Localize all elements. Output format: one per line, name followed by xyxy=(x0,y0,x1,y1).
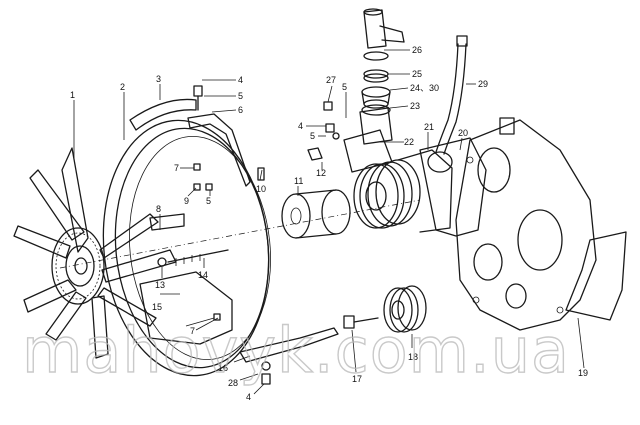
watermark-text: mahovyk.com.ua xyxy=(22,314,570,387)
callout-4-mid: 4 xyxy=(298,121,303,131)
callout-7-lower: 7 xyxy=(190,326,195,336)
idler-bolt-part xyxy=(343,315,379,329)
idler-pulley-part xyxy=(383,285,427,333)
timing-gear-housing-part xyxy=(455,117,597,331)
callout-5-right: 5 xyxy=(342,82,347,92)
callout-21: 21 xyxy=(424,122,434,132)
water-pump-body-part xyxy=(343,129,487,237)
coolant-hose-part xyxy=(435,35,468,155)
callout-24-30: 24、30 xyxy=(410,83,439,93)
spacer-hub-part xyxy=(281,189,351,239)
callout-1: 1 xyxy=(70,90,75,100)
callout-6: 6 xyxy=(238,105,243,115)
callout-9: 9 xyxy=(184,196,189,206)
callout-4-top: 4 xyxy=(238,75,243,85)
callout-28: 28 xyxy=(228,378,238,388)
callout-17: 17 xyxy=(352,374,362,384)
callout-12: 12 xyxy=(316,168,326,178)
callout-27: 27 xyxy=(326,75,336,85)
thermostat-cover-part xyxy=(363,8,405,61)
callout-18: 18 xyxy=(408,352,418,362)
callout-5-mid: 5 xyxy=(206,196,211,206)
stud-part xyxy=(167,249,229,266)
axis-centerline xyxy=(59,199,421,269)
callout-11: 11 xyxy=(294,176,303,186)
callout-26: 26 xyxy=(412,45,422,55)
callout-labels: 1 2 3 4 5 6 7 9 5 10 8 11 12 13 14 15 7 … xyxy=(70,45,588,402)
callout-5-top: 5 xyxy=(238,91,243,101)
thermostat-part xyxy=(361,86,391,109)
callout-23: 23 xyxy=(410,101,420,111)
cover-plate-part xyxy=(565,231,627,321)
callout-2: 2 xyxy=(120,82,125,92)
fan-part xyxy=(13,147,177,359)
leader-lines xyxy=(73,49,585,395)
side-bracket-part xyxy=(149,213,185,231)
callout-10: 10 xyxy=(256,184,266,194)
callout-4-bottom: 4 xyxy=(246,392,251,402)
seal-ring-part xyxy=(363,69,389,83)
callout-20: 20 xyxy=(458,128,468,138)
callout-16: 16 xyxy=(218,363,228,373)
callout-3: 3 xyxy=(156,74,161,84)
callout-5-lower-right: 5 xyxy=(310,131,315,141)
small-bolt-part xyxy=(307,147,323,161)
callout-7-upper: 7 xyxy=(174,163,179,173)
upper-bracket-part xyxy=(187,113,251,187)
callout-15: 15 xyxy=(152,302,162,312)
shroud-segment-part xyxy=(129,98,197,131)
lower-bracket-part xyxy=(239,327,339,363)
callout-13: 13 xyxy=(155,280,165,290)
callout-19: 19 xyxy=(578,368,588,378)
fan-shroud-part xyxy=(102,119,271,377)
water-pump-pulley-part xyxy=(353,149,453,233)
callout-22: 22 xyxy=(404,137,414,147)
lower-plate-part xyxy=(139,271,233,345)
thermostat-housing-part xyxy=(359,104,393,145)
callout-25: 25 xyxy=(412,69,422,79)
callout-14: 14 xyxy=(198,270,208,280)
callout-8: 8 xyxy=(156,204,161,214)
callout-29: 29 xyxy=(478,79,488,89)
